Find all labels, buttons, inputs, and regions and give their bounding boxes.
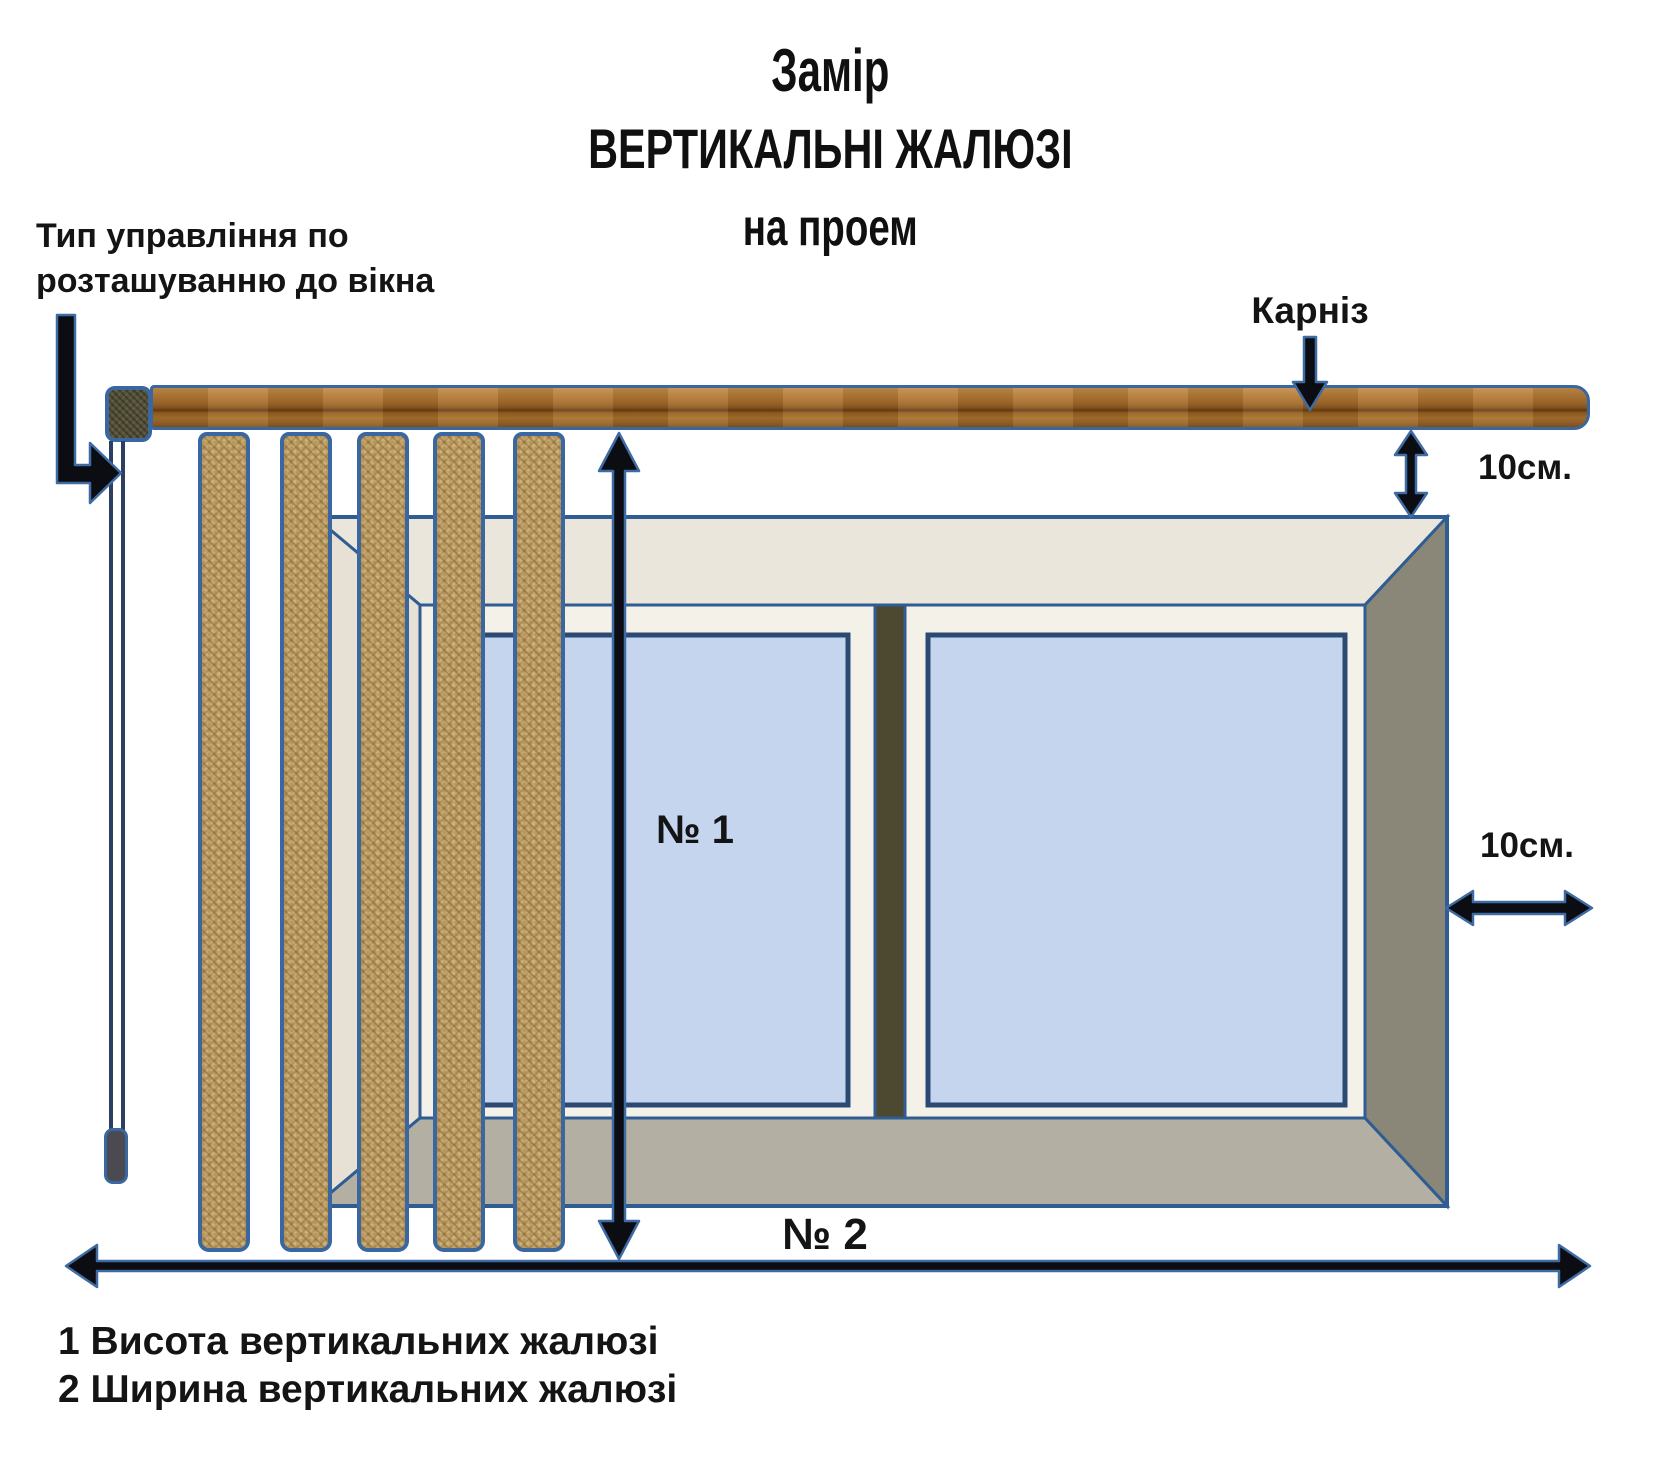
- blind-slat: [513, 432, 565, 1252]
- window-recess-right-face: [1363, 513, 1449, 1210]
- blind-slat: [280, 432, 332, 1252]
- title-line-1: Замір: [0, 36, 1661, 105]
- control-cord-line: [121, 441, 125, 1134]
- title-line-2: ВЕРТИКАЛЬНІ ЖАЛЮЗІ: [0, 116, 1661, 181]
- title-line-1-text: Замір: [771, 37, 890, 104]
- window-mullion: [873, 603, 907, 1120]
- control-cord-weight: [104, 1128, 128, 1184]
- blind-slat: [198, 432, 250, 1252]
- blind-slat: [433, 432, 485, 1252]
- title-line-3-text: на проем: [743, 199, 918, 257]
- title-line-3: на проем: [0, 198, 1661, 258]
- control-cord-line: [109, 441, 113, 1134]
- blind-slat: [357, 432, 409, 1252]
- control-type-label: Тип управління по розташуванню до вікна: [36, 217, 435, 300]
- legend-item-width: 2 Ширина вертикальних жалюзі: [58, 1368, 678, 1411]
- top-gap-label: 10см.: [1477, 448, 1572, 487]
- cornice-rail: [150, 385, 1590, 430]
- control-mechanism-cap: [105, 386, 152, 442]
- legend-item-height: 1 Висота вертикальних жалюзі: [58, 1320, 659, 1363]
- side-gap-label: 10см.: [1479, 826, 1574, 865]
- width-measure-label: № 2: [782, 1210, 868, 1259]
- legend: 1 Висота вертикальних жалюзі 2 Ширина ве…: [58, 1318, 677, 1414]
- title-line-2-text: ВЕРТИКАЛЬНІ ЖАЛЮЗІ: [588, 117, 1073, 180]
- height-measure-label: № 1: [656, 808, 734, 852]
- window-glass-right: [925, 632, 1348, 1108]
- cornice-label: Карніз: [1251, 290, 1369, 331]
